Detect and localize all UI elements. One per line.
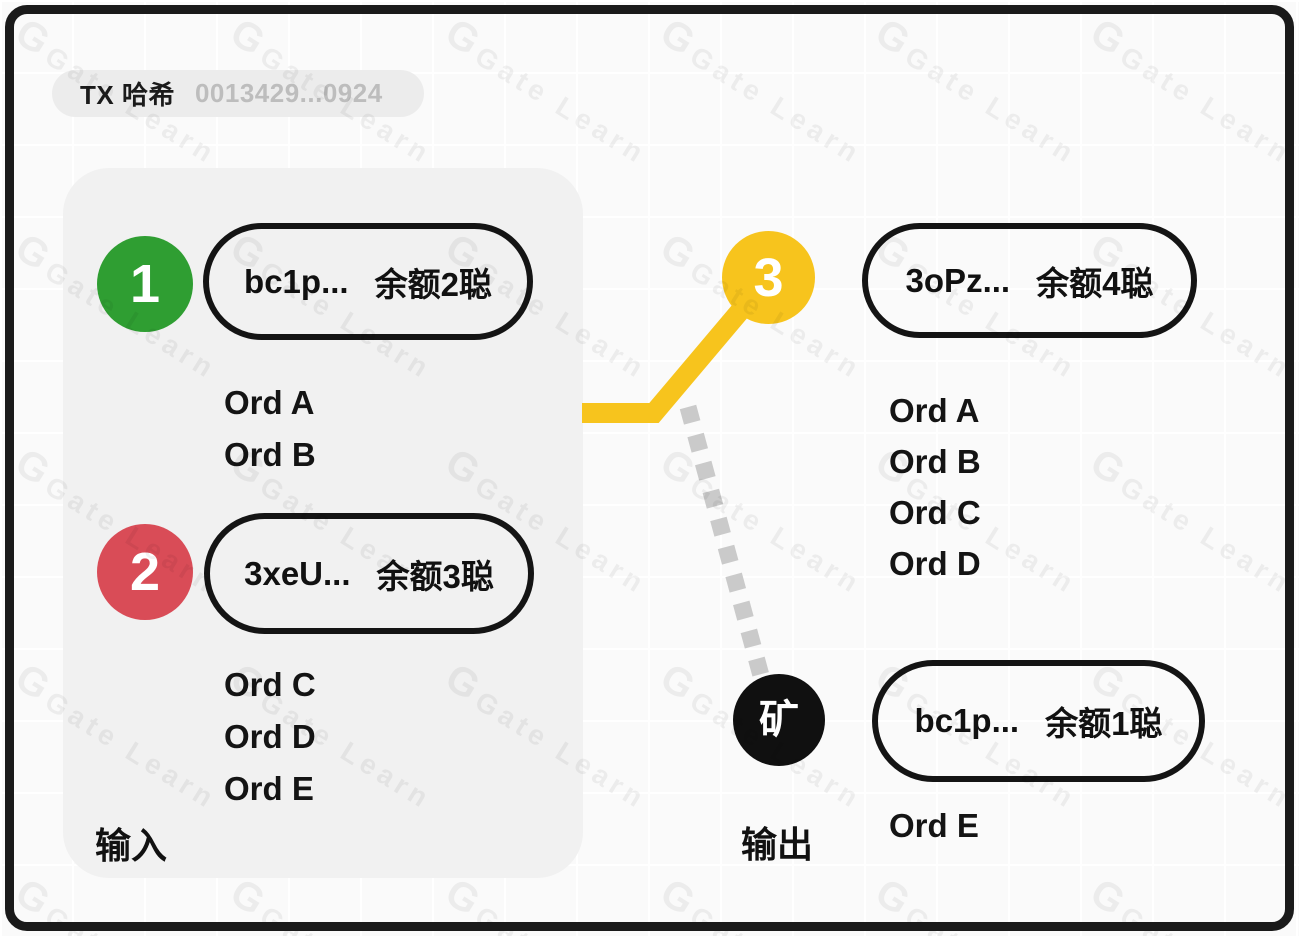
output-3-badge-number: 3 bbox=[753, 247, 784, 308]
yellow-output-connector bbox=[582, 271, 776, 423]
output-miner-ordinals-list: Ord E bbox=[889, 800, 979, 851]
input-2-balance: 余额3聪 bbox=[376, 557, 494, 595]
input-2-address: 3xeU... bbox=[244, 554, 351, 592]
input-1-ordinals-list: Ord A Ord B bbox=[224, 377, 316, 481]
input-1-badge: 1 bbox=[97, 236, 193, 332]
output-3-balance: 余额4聪 bbox=[1036, 264, 1154, 302]
ordinal-item: Ord C bbox=[889, 494, 981, 531]
ordinal-item: Ord B bbox=[224, 436, 316, 473]
miner-badge-character: 矿 bbox=[759, 698, 799, 742]
ordinal-item: Ord B bbox=[889, 443, 981, 480]
input-2-badge: 2 bbox=[97, 524, 193, 620]
output-3-address-pill: 3oPz... 余额4聪 bbox=[862, 223, 1197, 338]
ordinal-item: Ord A bbox=[889, 392, 980, 429]
input-1-balance: 余额2聪 bbox=[374, 265, 492, 303]
inputs-section-label: 输入 bbox=[95, 825, 168, 866]
outputs-section-label: 输出 bbox=[741, 824, 814, 865]
output-miner-balance: 余额1聪 bbox=[1045, 705, 1163, 742]
tx-hash-pill: TX 哈希 0013429...0924 bbox=[52, 70, 424, 117]
output-miner-address: bc1p... bbox=[914, 702, 1020, 739]
input-2-address-pill: 3xeU... 余额3聪 bbox=[204, 513, 534, 634]
input-1-badge-number: 1 bbox=[129, 254, 161, 314]
tx-hash-value: 0013429...0924 bbox=[194, 78, 383, 108]
output-3-ordinals-list: Ord A Ord B Ord C Ord D bbox=[889, 385, 981, 589]
output-miner-address-pill: bc1p... 余额1聪 bbox=[872, 660, 1205, 782]
miner-badge: 矿 bbox=[733, 674, 825, 766]
input-2-badge-number: 2 bbox=[129, 542, 161, 602]
output-3-badge: 3 bbox=[722, 231, 815, 324]
ordinal-item: Ord D bbox=[889, 545, 981, 582]
ordinal-item: Ord A bbox=[224, 384, 315, 421]
ordinal-item: Ord E bbox=[889, 807, 979, 844]
ordinal-item: Ord D bbox=[224, 718, 316, 755]
input-2-ordinals-list: Ord C Ord D Ord E bbox=[224, 659, 316, 815]
input-1-address-pill: bc1p... 余额2聪 bbox=[203, 223, 533, 340]
ordinal-item: Ord C bbox=[224, 666, 316, 703]
tx-hash-label: TX 哈希 bbox=[80, 80, 175, 110]
output-3-address: 3oPz... bbox=[905, 261, 1011, 299]
input-1-address: bc1p... bbox=[244, 262, 349, 300]
miner-fee-dashed-connector bbox=[679, 404, 775, 697]
ordinal-item: Ord E bbox=[224, 770, 314, 807]
